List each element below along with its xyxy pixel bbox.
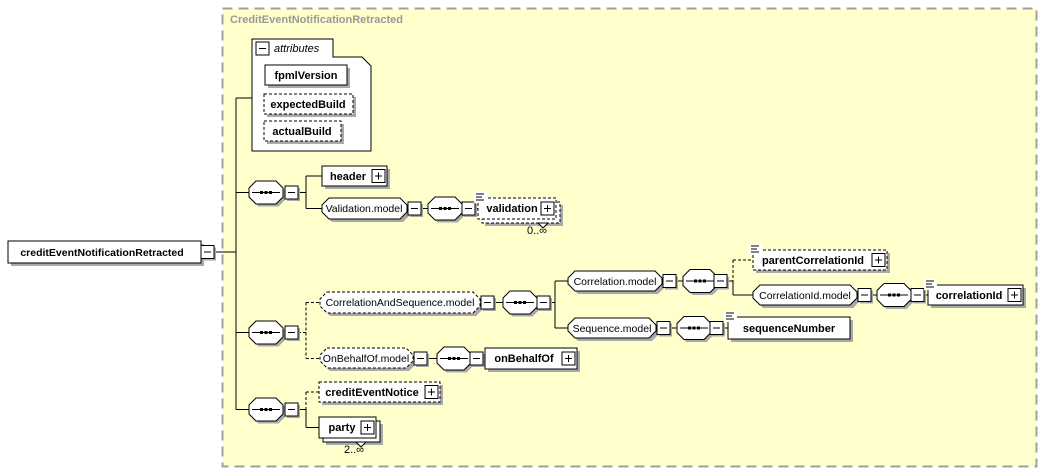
- collapse-icon[interactable]: [284, 325, 301, 342]
- sequence-icon: [676, 316, 714, 343]
- node-label: Correlation.model: [574, 276, 657, 288]
- node-credit-event-notice[interactable]: creditEventNotice: [318, 381, 443, 405]
- collapse-icon[interactable]: [910, 288, 927, 304]
- node-correlation-and-sequence-model[interactable]: CorrelationAndSequence.model: [319, 291, 483, 316]
- repeat-notch-icon: [354, 441, 368, 448]
- collapse-icon[interactable]: [713, 274, 730, 290]
- node-correlation-id-model[interactable]: CorrelationId.model: [752, 284, 860, 308]
- expand-icon[interactable]: [371, 169, 386, 183]
- collapse-icon[interactable]: [536, 295, 553, 312]
- expand-icon[interactable]: [871, 253, 886, 267]
- text-content-icon: [923, 278, 938, 291]
- text-content-icon: [748, 243, 763, 256]
- attribute-label: fpmlVersion: [275, 70, 338, 82]
- node-sequence-number[interactable]: sequenceNumber: [723, 310, 853, 342]
- collapse-icon[interactable]: [662, 274, 679, 290]
- node-validation[interactable]: validation 0..∞: [473, 191, 563, 237]
- node-label: sequenceNumber: [743, 323, 836, 335]
- node-label: OnBehalfOf.model: [323, 353, 409, 365]
- attribute-fpml-version[interactable]: fpmlVersion: [264, 64, 350, 88]
- collapse-icon[interactable]: [255, 41, 270, 56]
- node-label: CorrelationAndSequence.model: [326, 297, 475, 309]
- node-credit-event-notification-retracted[interactable]: creditEventNotificationRetracted: [7, 240, 217, 266]
- node-label: parentCorrelationId: [762, 255, 864, 267]
- node-sequence-model[interactable]: Sequence.model: [567, 317, 659, 341]
- sequence-icon: [248, 180, 286, 207]
- sequence-icon: [427, 196, 465, 223]
- node-label: Validation.model: [326, 203, 403, 215]
- node-label: creditEventNotice: [325, 387, 419, 399]
- node-correlation-id[interactable]: correlationId: [923, 278, 1026, 308]
- sequence-icon: [248, 320, 286, 347]
- text-content-icon: [723, 310, 738, 323]
- attribute-label: actualBuild: [272, 126, 331, 138]
- attributes-group: attributes fpmlVersion expectedBuild act…: [251, 38, 372, 152]
- node-label: validation: [486, 203, 538, 215]
- sequence-icon: [876, 283, 914, 310]
- expand-icon[interactable]: [360, 420, 375, 435]
- node-label: correlationId: [936, 290, 1003, 302]
- node-header[interactable]: header: [321, 165, 390, 189]
- collapse-icon[interactable]: [461, 201, 478, 218]
- node-correlation-model[interactable]: Correlation.model: [567, 270, 665, 294]
- text-content-icon: [473, 191, 488, 204]
- attributes-label: attributes: [274, 43, 320, 55]
- complex-type-label: CreditEventNotificationRetracted: [230, 14, 403, 26]
- occurrence-label: 0..∞: [527, 225, 547, 237]
- collapse-icon[interactable]: [407, 201, 424, 218]
- collapse-icon[interactable]: [284, 185, 301, 202]
- collapse-icon[interactable]: [469, 351, 486, 368]
- node-label: header: [330, 171, 367, 183]
- occurrence-label: 2..∞: [344, 444, 364, 456]
- expand-icon[interactable]: [561, 351, 576, 366]
- attribute-expected-build[interactable]: expectedBuild: [263, 93, 356, 117]
- node-validation-model[interactable]: Validation.model: [321, 197, 410, 222]
- collapse-icon[interactable]: [656, 321, 673, 337]
- node-on-behalf-of-model[interactable]: OnBehalfOf.model: [319, 347, 416, 371]
- collapse-icon[interactable]: [709, 321, 726, 337]
- collapse-icon[interactable]: [480, 295, 497, 312]
- sequence-icon: [436, 346, 474, 373]
- sequence-icon: [248, 397, 286, 424]
- node-parent-correlation-id[interactable]: parentCorrelationId: [748, 243, 890, 273]
- sequence-icon: [502, 290, 540, 317]
- repeat-notch-icon: [536, 222, 550, 229]
- collapse-icon[interactable]: [857, 288, 874, 304]
- expand-icon[interactable]: [1007, 288, 1022, 302]
- node-label: party: [329, 422, 357, 434]
- collapse-icon[interactable]: [413, 351, 430, 368]
- collapse-icon[interactable]: [200, 245, 217, 261]
- collapse-icon[interactable]: [284, 402, 301, 419]
- attribute-label: expectedBuild: [270, 99, 345, 111]
- node-label: Sequence.model: [573, 323, 652, 335]
- expand-icon[interactable]: [540, 201, 555, 216]
- node-party[interactable]: party 2..∞: [318, 416, 383, 456]
- node-label: onBehalfOf: [494, 353, 554, 365]
- node-label: creditEventNotificationRetracted: [20, 247, 183, 259]
- attribute-actual-build[interactable]: actualBuild: [263, 120, 344, 144]
- expand-icon[interactable]: [424, 385, 439, 399]
- node-label: CorrelationId.model: [759, 290, 851, 302]
- node-on-behalf-of[interactable]: onBehalfOf: [484, 347, 580, 372]
